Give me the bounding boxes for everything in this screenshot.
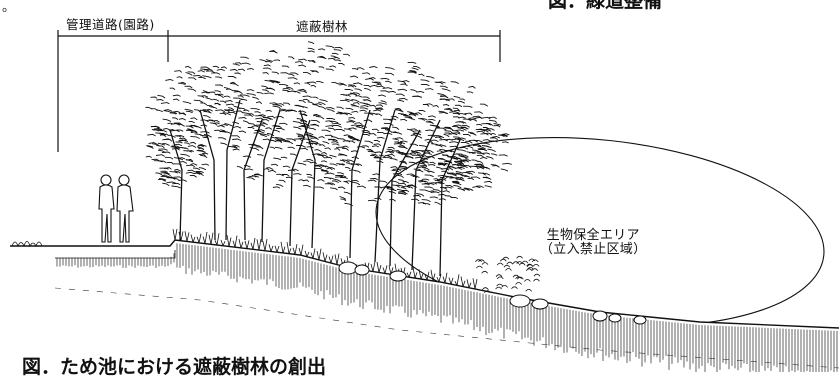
ground-section [10,239,839,374]
top-left-fragment: 。 [2,0,16,15]
boulders [338,261,647,325]
dimension-management-road [57,30,168,152]
conservation-area-label: 生物保全エリア （立入禁止区域） [540,229,646,257]
tree-canopy [145,41,512,290]
top-right-fragment: 図．緑道整備 [548,0,663,12]
tree-trunks [169,99,461,277]
dimension-screening-forest [167,30,501,62]
management-road-label: 管理道路(園路) [66,17,155,32]
person-figure-1 [98,174,115,243]
figure-caption: 図．ため池における遮蔽樹林の創出 [22,356,327,378]
shrub-right [475,255,541,293]
shrub-left [11,241,43,248]
conservation-area-label-line2: （立入禁止区域） [540,242,647,257]
conservation-area-label-line1: 生物保全エリア [546,228,640,243]
screening-forest-label: 遮蔽樹林 [296,19,349,34]
person-figure-2 [116,174,134,243]
